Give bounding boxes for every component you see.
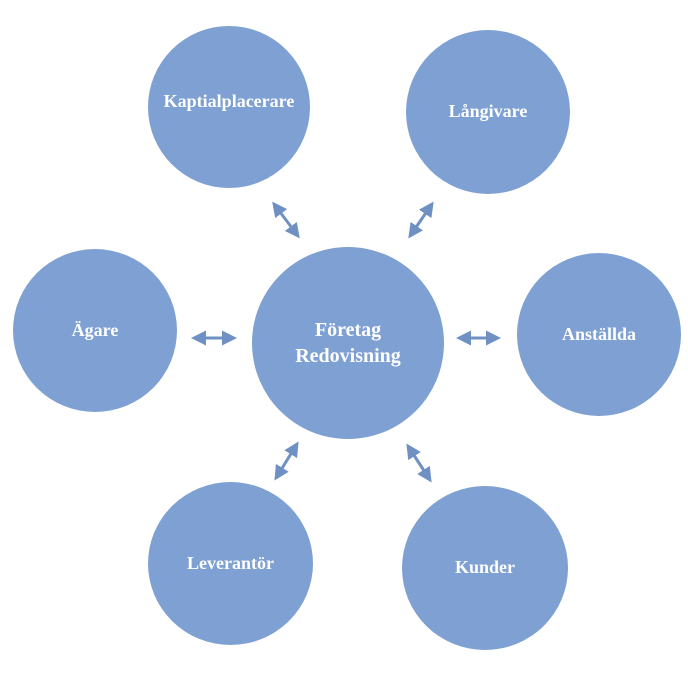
node-agare: Ägare bbox=[13, 249, 177, 412]
arrow-center-leverantor bbox=[274, 441, 299, 481]
node-label-agare: Ägare bbox=[71, 319, 119, 340]
node-leverantor: Leverantör bbox=[148, 482, 313, 645]
node-label-leverantor: Leverantör bbox=[187, 552, 274, 573]
arrow-center-langivare bbox=[408, 201, 434, 239]
node-center-foretag: Företag Redovisning bbox=[252, 247, 444, 439]
center-label: Företag Redovisning bbox=[295, 317, 401, 369]
node-anstallda: Anställda bbox=[517, 253, 681, 416]
node-kunder: Kunder bbox=[402, 486, 568, 650]
node-label-langivare: Långivare bbox=[448, 101, 528, 122]
center-label-line1: Företag bbox=[314, 319, 382, 341]
node-label-kaptialplacerare: Kaptialplacerare bbox=[163, 91, 295, 112]
node-label-anstallda: Anställda bbox=[561, 323, 637, 344]
node-langivare: Långivare bbox=[406, 30, 570, 194]
arrow-center-kunder bbox=[406, 443, 432, 483]
node-label-kunder: Kunder bbox=[454, 557, 515, 578]
arrow-center-kaptialplacerare bbox=[272, 201, 300, 239]
center-label-line2: Redovisning bbox=[295, 345, 401, 367]
node-kaptialplacerare: Kaptialplacerare bbox=[148, 26, 310, 188]
